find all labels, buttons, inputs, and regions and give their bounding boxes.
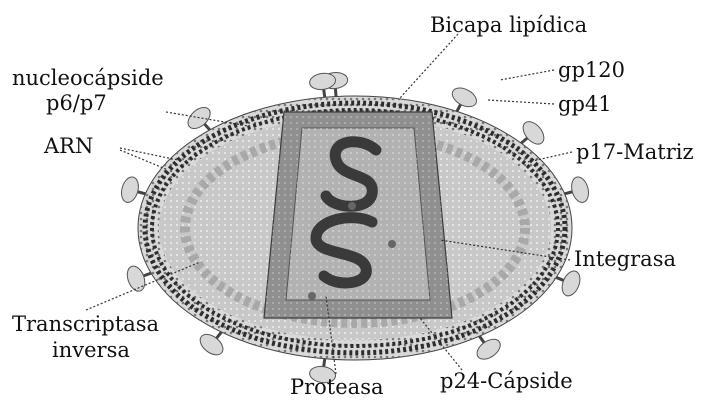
enzyme-dot [388,240,396,248]
label-matrix: p17-Matriz [576,140,694,164]
label-nucleocapsid-proteins: p6/p7 [46,91,107,115]
label-lipid-bilayer: Bicapa lipídica [430,13,587,37]
gp120-knob [124,264,148,294]
leader-gp41 [488,100,554,104]
label-nucleocapsid: nucleocápside [12,66,164,90]
label-capsid: p24-Cápside [440,369,573,393]
label-gp120: gp120 [558,58,625,82]
gp120-knob [196,330,226,359]
gp120-knob [449,84,479,110]
gp120-knob [519,118,548,148]
enzyme-dot [308,292,316,300]
label-protease: Proteasa [290,375,384,399]
label-reverse-transcriptase-2: inversa [52,338,130,362]
label-rna: ARN [43,134,93,158]
enzyme-dot [348,202,356,210]
gp120-knob [119,175,141,204]
label-gp41: gp41 [558,92,612,116]
leader-gp120 [500,70,554,80]
gp120-knob [473,335,503,363]
leader-bilayer [400,34,458,98]
label-integrase: Integrasa [574,247,676,271]
label-reverse-transcriptase: Transcriptasa [12,312,159,336]
gp120-knob [559,268,584,298]
gp120-knob [569,175,591,204]
